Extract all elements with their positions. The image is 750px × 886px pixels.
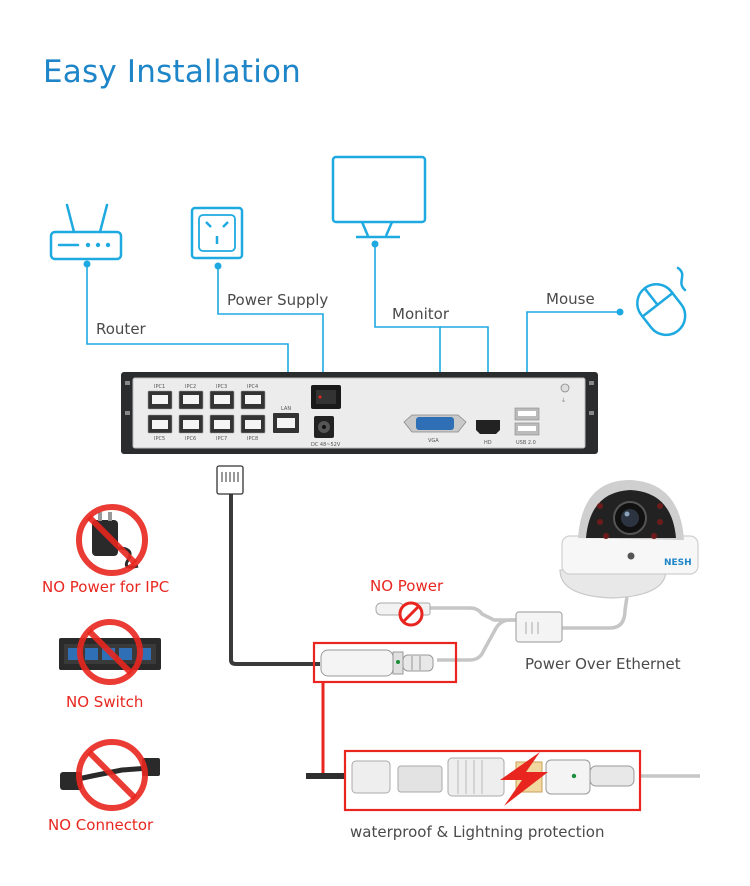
port-label: IPC6: [185, 436, 196, 442]
poe-splitter: [515, 611, 563, 643]
no-power-adapter-icon: [76, 504, 148, 576]
port-label: IPC7: [216, 436, 227, 442]
no-connector-label: NO Connector: [48, 816, 154, 834]
power-socket-icon: [190, 206, 244, 260]
waterproof-connector: [306, 749, 642, 812]
port-label: IPC5: [154, 436, 165, 442]
mouse-label: Mouse: [546, 290, 595, 308]
port-label: IPC3: [216, 384, 227, 390]
page-title: Easy Installation: [43, 54, 302, 90]
lan-label: LAN: [281, 406, 291, 412]
port-label: IPC8: [247, 436, 258, 442]
network-cable: [216, 465, 320, 666]
no-connector-icon: [60, 739, 160, 811]
monitor-label: Monitor: [392, 305, 450, 323]
router-icon: [49, 203, 123, 261]
poe-label: Power Over Ethernet: [525, 655, 681, 673]
nvr-recorder: IPC1 IPC2 IPC3 IPC4 IPC5 IPC6 IPC7 IPC8 …: [121, 372, 598, 454]
power-supply-label: Power Supply: [227, 291, 329, 309]
router-label: Router: [96, 320, 146, 338]
dome-camera-icon: NESH: [559, 480, 699, 599]
no-switch-icon: [59, 619, 161, 685]
svg-text:⏚: ⏚: [561, 397, 566, 404]
monitor-icon: [331, 155, 427, 239]
port-label: IPC1: [154, 384, 165, 390]
dc-label: DC 48~52V: [311, 442, 341, 448]
camera-brand: NESH: [664, 558, 692, 568]
mouse-icon: [636, 266, 687, 337]
usb-label: USB 2.0: [516, 440, 536, 446]
no-power-label: NO Power: [370, 577, 444, 595]
no-power-ipc-label: NO Power for IPC: [42, 578, 170, 596]
no-power-icon: [398, 601, 424, 627]
hd-label: HD: [484, 440, 492, 446]
waterproof-label: waterproof & Lightning protection: [350, 823, 605, 841]
port-label: IPC2: [185, 384, 196, 390]
port-label: IPC4: [247, 384, 258, 390]
no-switch-label: NO Switch: [66, 693, 144, 711]
vga-label: VGA: [428, 438, 439, 444]
poe-injector: [312, 641, 458, 684]
